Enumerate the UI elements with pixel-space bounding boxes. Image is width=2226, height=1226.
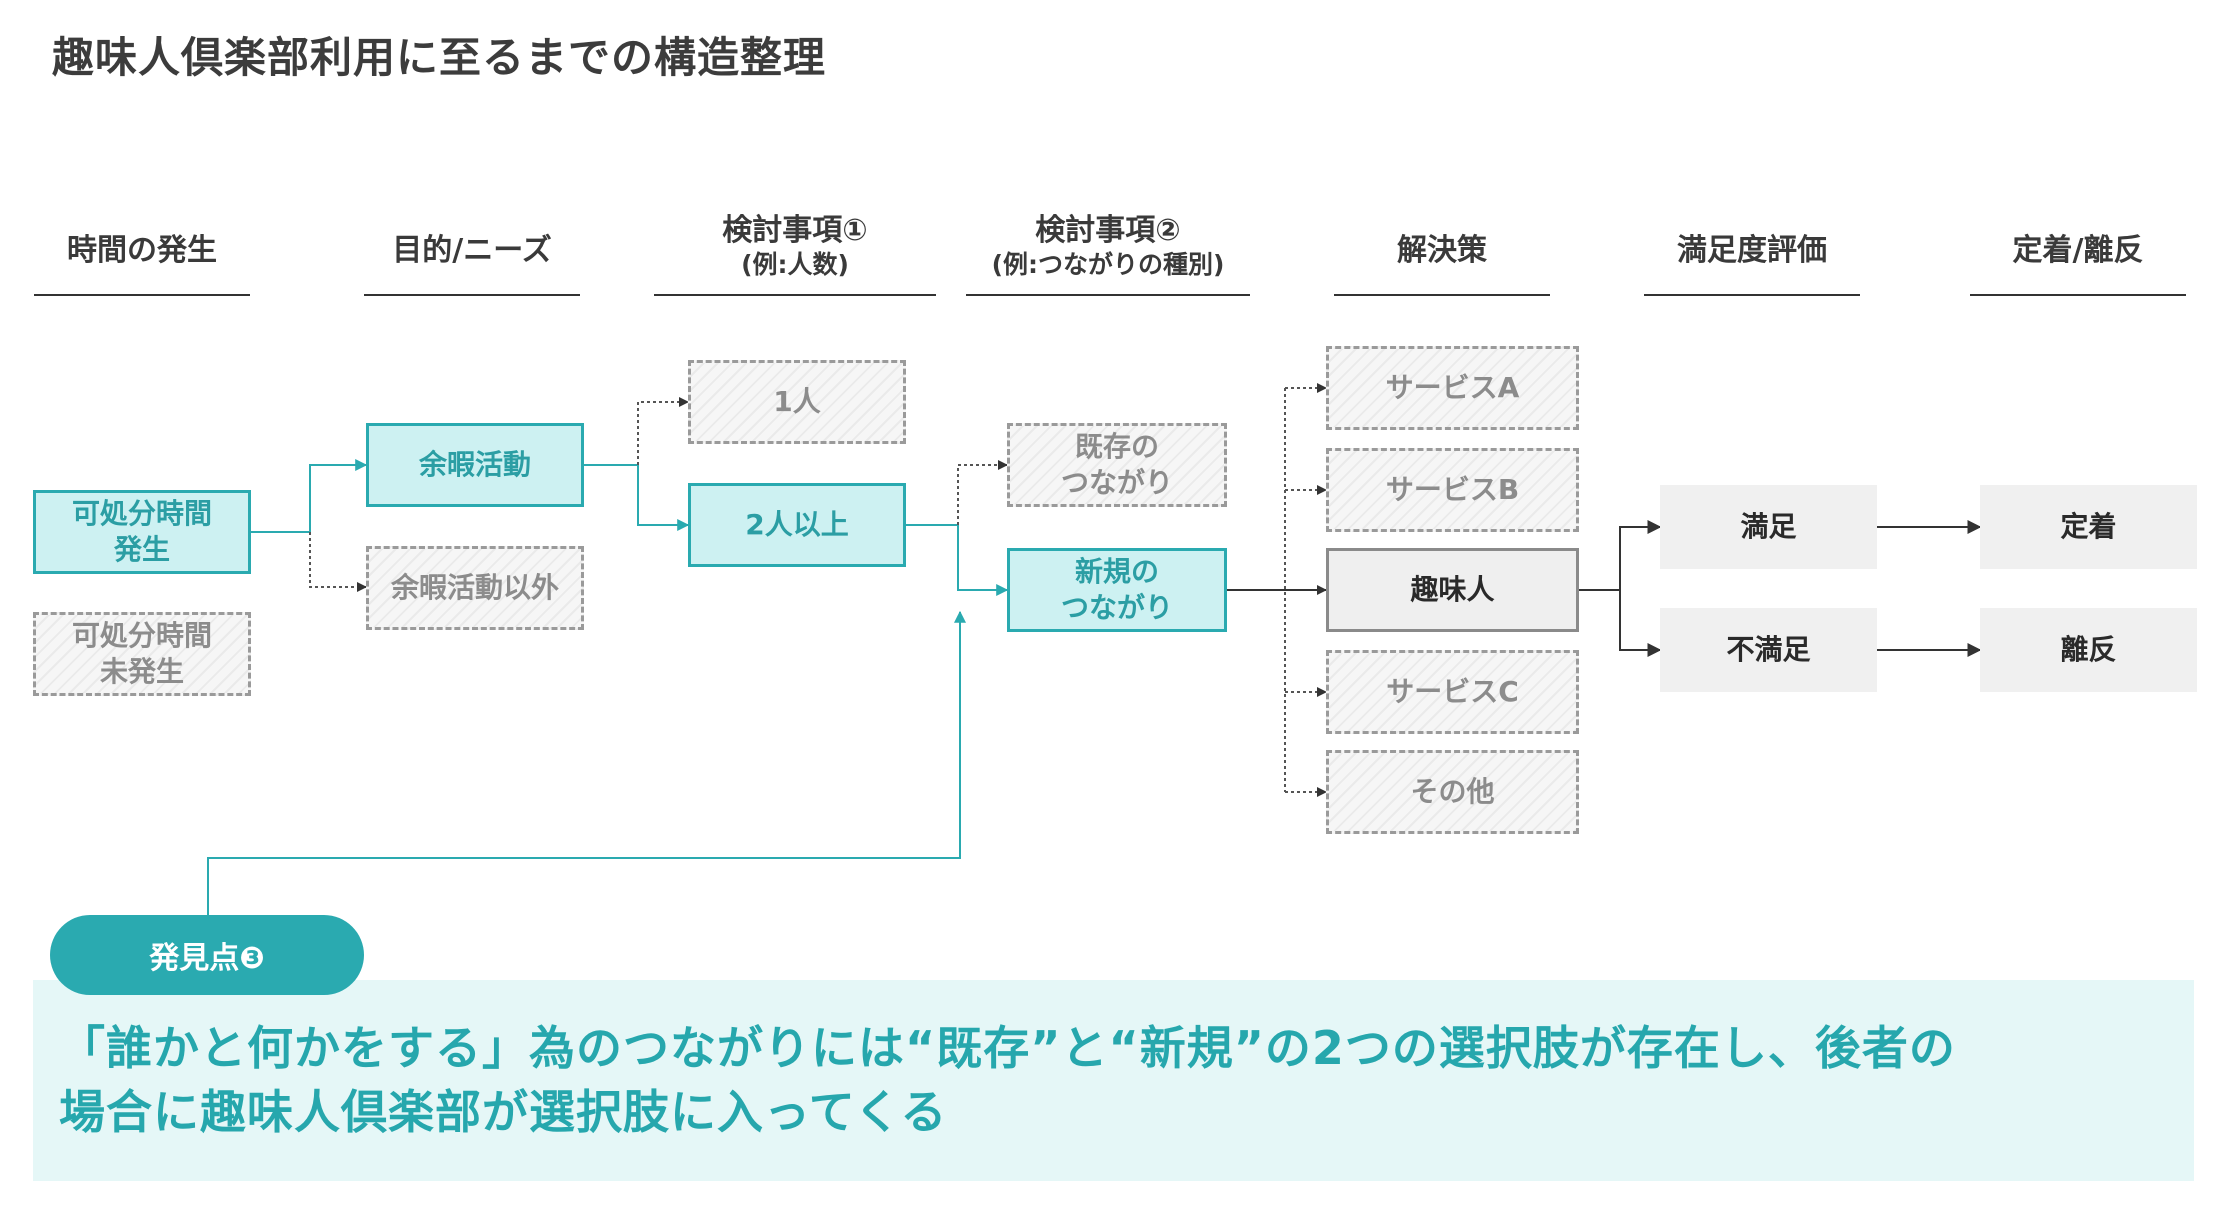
finding-pointer — [207, 610, 966, 918]
column-underline — [1644, 294, 1860, 296]
node-service-c-label: サービスC — [1386, 675, 1519, 708]
column-header-satisfaction-label: 満足度評価 — [1677, 233, 1827, 268]
node-time-unavailable: 可処分時間未発生 — [33, 612, 251, 696]
finding-text-line2: 場合に趣味人倶楽部が選択肢に入ってくる — [59, 1085, 948, 1139]
node-new-connection: 新規のつながり — [1007, 548, 1227, 632]
column-header-time-label: 時間の発生 — [67, 233, 217, 268]
node-service-c: サービスC — [1326, 650, 1579, 734]
connector-shumijin-to-unsatisfied — [1619, 590, 1662, 657]
node-time-available: 可処分時間発生 — [33, 490, 251, 574]
column-header-consideration-1-sub: (例:人数) — [741, 250, 849, 279]
finding-box: 「誰かと何かをする」為のつながりには“既存”と“新規”の2つの選択肢が存在し、後… — [33, 980, 2194, 1181]
node-others: その他 — [1326, 750, 1579, 834]
node-two-plus-label: 2人以上 — [745, 508, 849, 541]
node-leisure: 余暇活動 — [366, 423, 584, 507]
column-header-purpose-label: 目的/ニーズ — [392, 233, 552, 268]
column-header-retention-label: 定着/離反 — [2012, 233, 2144, 268]
node-time-unavailable-line2: 未発生 — [99, 655, 184, 688]
node-existing-line1: 既存の — [1074, 430, 1159, 463]
column-header-solution-label: 解決策 — [1397, 233, 1487, 268]
node-time-available-line2: 発生 — [113, 533, 170, 566]
node-churned: 離反 — [1980, 608, 2197, 692]
node-non-leisure: 余暇活動以外 — [366, 546, 584, 630]
node-satisfied-label: 満足 — [1740, 510, 1797, 543]
node-shumijin: 趣味人 — [1326, 548, 1579, 632]
connector-shumijin-to-satisfied — [1579, 520, 1662, 591]
column-underline — [364, 294, 580, 296]
column-underline — [1970, 294, 2186, 296]
node-existing-connection: 既存のつながり — [1007, 423, 1227, 507]
node-service-a-label: サービスA — [1385, 371, 1520, 404]
finding-badge-label: 発見点❸ — [149, 941, 265, 976]
column-header-consideration-1: 検討事項① (例:人数) — [654, 212, 936, 280]
node-unsatisfied-label: 不満足 — [1726, 633, 1811, 666]
connector-leisure-to-two-plus — [584, 464, 690, 531]
column-header-consideration-1-label: 検討事項① — [722, 213, 868, 248]
column-header-solution: 解決策 — [1334, 232, 1550, 270]
connector-two-plus-to-existing — [957, 460, 1008, 525]
connector-leisure-to-one — [637, 397, 689, 465]
node-service-a: サービスA — [1326, 346, 1579, 430]
node-one-person-label: 1人 — [773, 385, 821, 418]
connector-time-to-nonleisure — [309, 532, 367, 592]
node-service-b: サービスB — [1326, 448, 1579, 532]
column-underline — [34, 294, 250, 296]
column-header-satisfaction: 満足度評価 — [1644, 232, 1860, 270]
finding-badge: 発見点❸ — [50, 915, 364, 995]
column-underline — [966, 294, 1250, 296]
node-two-plus: 2人以上 — [688, 483, 906, 567]
node-new-line1: 新規の — [1074, 555, 1159, 588]
node-existing-line2: つながり — [1060, 466, 1173, 499]
node-unsatisfied: 不満足 — [1660, 608, 1877, 692]
page-title: 趣味人倶楽部利用に至るまでの構造整理 — [52, 33, 827, 82]
column-header-consideration-2-sub: (例:つながりの種別) — [991, 250, 1225, 279]
node-time-available-line1: 可処分時間 — [71, 497, 212, 530]
column-header-time: 時間の発生 — [34, 232, 250, 270]
node-others-label: その他 — [1410, 775, 1495, 808]
node-satisfied: 満足 — [1660, 485, 1877, 569]
column-underline — [1334, 294, 1550, 296]
column-header-consideration-2: 検討事項② (例:つながりの種別) — [966, 212, 1250, 280]
node-leisure-label: 余暇活動 — [418, 448, 531, 481]
node-shumijin-label: 趣味人 — [1410, 573, 1495, 606]
node-retained-label: 定着 — [2060, 510, 2117, 543]
node-churned-label: 離反 — [2060, 633, 2117, 666]
finding-text-line1: 「誰かと何かをする」為のつながりには“既存”と“新規”の2つの選択肢が存在し、後… — [59, 1021, 1956, 1075]
column-header-consideration-2-label: 検討事項② — [1035, 213, 1181, 248]
connector-two-plus-to-new — [906, 524, 1009, 596]
node-one-person: 1人 — [688, 360, 906, 444]
node-non-leisure-label: 余暇活動以外 — [390, 571, 559, 604]
node-retained: 定着 — [1980, 485, 2197, 569]
column-header-purpose: 目的/ニーズ — [364, 232, 580, 270]
column-underline — [654, 294, 936, 296]
column-header-retention: 定着/離反 — [1970, 232, 2186, 270]
node-time-unavailable-line1: 可処分時間 — [71, 619, 212, 652]
connector-time-to-leisure — [251, 459, 368, 533]
node-new-line2: つながり — [1060, 591, 1173, 624]
node-service-b-label: サービスB — [1385, 473, 1520, 506]
